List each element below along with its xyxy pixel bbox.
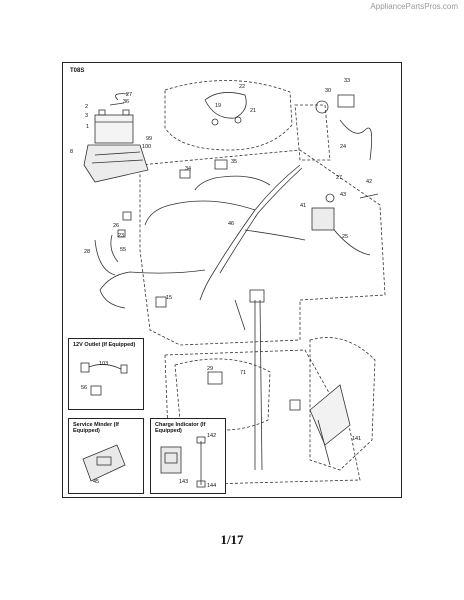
minder-display-icon (96, 456, 112, 466)
diagram-frame (62, 62, 402, 498)
outlet-label-103: 103 (99, 361, 109, 367)
charge-label-143: 143 (179, 479, 189, 485)
seat-outline (174, 358, 271, 431)
pto-wire (110, 234, 119, 263)
harness-branch-top (194, 175, 271, 191)
harness-loop-left (99, 269, 206, 309)
callout-26: 26 (113, 223, 119, 229)
inset-title-charge: Charge Indicator (If Equipped) (155, 422, 206, 434)
callout-15: 15 (166, 295, 172, 301)
charge-indicator-icon (160, 446, 182, 474)
minder-svg (82, 444, 126, 482)
charge-gauge-icon (164, 452, 178, 464)
hood-outline (164, 80, 293, 151)
inset-service-minder: Service Minder (If Equipped) 45 (68, 418, 144, 494)
inset-charge-indicator: Charge Indicator (If Equipped) 142 143 1… (150, 418, 226, 494)
connector-icon (289, 399, 301, 411)
callout-2: 2 (85, 104, 88, 110)
callout-33: 33 (344, 78, 350, 84)
fender-outline (309, 337, 376, 471)
callout-34: 34 (185, 166, 191, 172)
callout-22: 22 (239, 84, 245, 90)
inset-title-minder: Service Minder (If Equipped) (73, 422, 119, 434)
headlight-bulb-icon-2 (234, 116, 242, 124)
callout-25: 25 (342, 234, 348, 240)
relay-icon (214, 159, 228, 170)
fuse-icon (179, 169, 191, 179)
callout-42: 42 (366, 179, 372, 185)
callout-71: 71 (240, 370, 246, 376)
main-harness (199, 164, 301, 301)
ignition-switch-icon (315, 100, 329, 114)
outlet-wire (88, 364, 122, 370)
battery-tray-icon (83, 144, 149, 183)
battery-icon (94, 109, 134, 144)
headlight-harness (204, 92, 247, 119)
callout-55: 55 (120, 247, 126, 253)
ground-wire (339, 119, 373, 161)
fuse-holder (359, 193, 379, 199)
harness-lower (234, 299, 246, 331)
callout-27: 27 (126, 92, 132, 98)
watermark-text: AppliancePartsPros.com (370, 2, 458, 11)
battery-cable (115, 93, 129, 101)
callout-21: 21 (250, 108, 256, 114)
right-panel-outline (294, 104, 331, 161)
clutch-switch-icon (122, 211, 132, 221)
callout-141: 141 (352, 436, 361, 442)
engine-outline (139, 149, 386, 346)
fender-harness (309, 384, 351, 446)
charge-terminal-icon (196, 480, 206, 488)
diode-icon (117, 229, 126, 238)
battery-bolt (109, 102, 125, 106)
outlet-label-56: 56 (81, 385, 88, 391)
callout-29: 29 (207, 366, 213, 372)
harness-branch-right (244, 229, 306, 241)
service-minder-icon (82, 444, 126, 482)
callout-1: 1 (86, 124, 89, 130)
left-cable (94, 239, 116, 276)
reverse-switch-icon (207, 371, 223, 385)
callout-99: 99 (146, 136, 152, 142)
headlight-bulb-icon (211, 118, 219, 126)
inset-12v-outlet: 12V Outlet (If Equipped) 103 56 (68, 338, 144, 410)
callout-43: 43 (340, 192, 346, 198)
lower-body-outline (164, 349, 361, 486)
callout-labels: 27 36 2 3 1 8 99 100 22 19 21 30 33 24 3… (70, 78, 372, 442)
seat-switch-icon (249, 289, 265, 303)
callout-100: 100 (142, 144, 151, 150)
diagram-code: T08S (70, 68, 85, 74)
callout-30: 30 (325, 88, 331, 94)
solenoid-terminal-icon (325, 193, 335, 203)
callout-8: 8 (70, 149, 73, 155)
callout-35: 35 (231, 159, 237, 165)
minder-label-45: 45 (93, 479, 100, 485)
callout-23: 23 (118, 233, 124, 239)
harness-branch-left (144, 200, 256, 226)
charge-label-144: 144 (207, 483, 217, 489)
inset-title-outlet: 12V Outlet (If Equipped) (73, 342, 136, 348)
callout-3: 3 (85, 113, 88, 119)
charge-connector-icon (196, 436, 206, 444)
callout-27b: 27 (336, 175, 342, 181)
charge-label-142: 142 (207, 433, 217, 439)
page-number: 1/17 (220, 532, 244, 547)
brake-switch-icon (155, 296, 167, 308)
charge-svg (160, 436, 206, 488)
callout-28: 28 (84, 249, 90, 255)
callout-41: 41 (300, 203, 306, 209)
key-icon (337, 94, 355, 108)
outlet-cap-icon (90, 385, 102, 396)
starter-solenoid-icon (311, 207, 335, 231)
callout-36: 36 (123, 99, 129, 105)
callout-46: 46 (228, 221, 234, 227)
outlet-parts-svg (80, 362, 128, 396)
callout-24: 24 (340, 144, 346, 150)
outlet-socket-icon (80, 362, 90, 373)
callout-19: 19 (215, 103, 221, 109)
outlet-connector-icon (120, 364, 128, 374)
